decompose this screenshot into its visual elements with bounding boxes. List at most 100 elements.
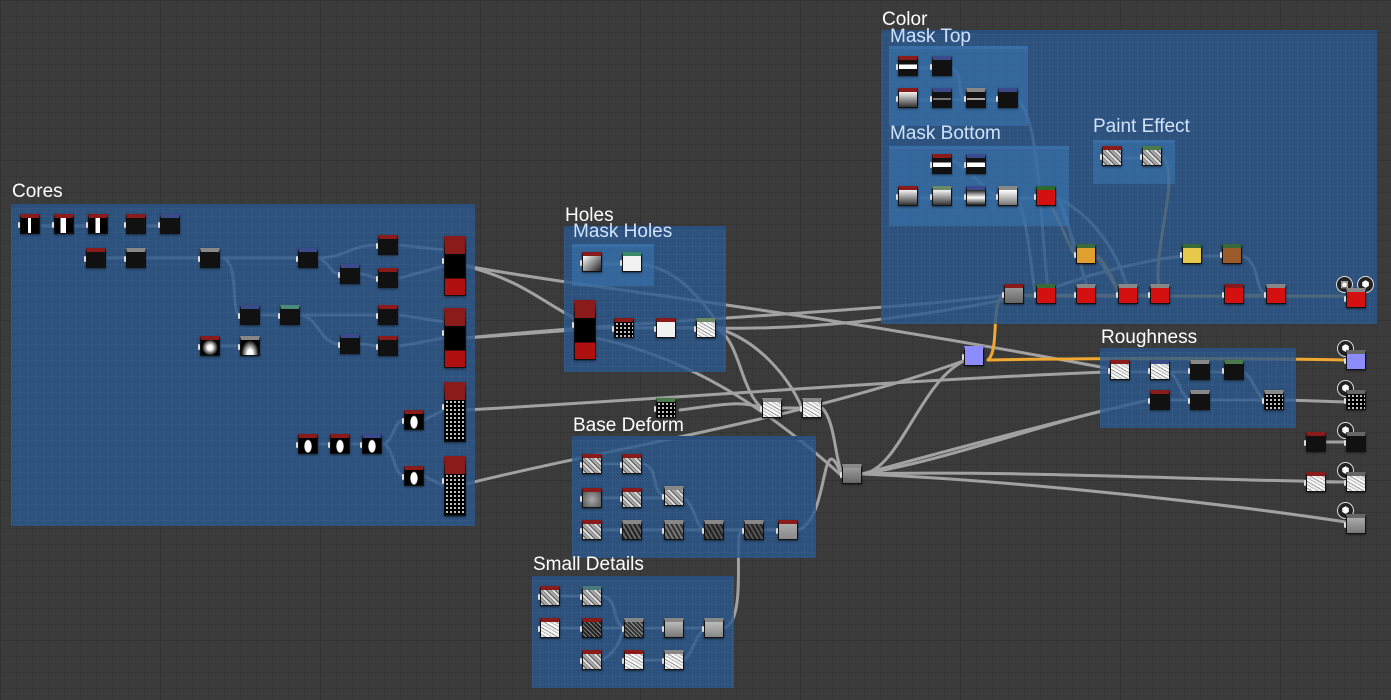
frame-base-deform[interactable]: [572, 436, 816, 558]
graph-node[interactable]: [996, 88, 1018, 108]
graph-node[interactable]: [654, 398, 676, 418]
graph-node[interactable]: [580, 586, 602, 606]
graph-node[interactable]: [402, 466, 424, 486]
graph-node[interactable]: [1188, 360, 1210, 380]
output-node[interactable]: [1344, 472, 1366, 492]
output-node[interactable]: [1344, 350, 1366, 370]
graph-node[interactable]: [1108, 360, 1130, 380]
graph-node[interactable]: [930, 154, 952, 174]
graph-node[interactable]: [996, 186, 1018, 206]
frame-small-details[interactable]: [532, 576, 734, 688]
graph-node[interactable]: [442, 236, 466, 296]
graph-node[interactable]: [662, 520, 684, 540]
graph-node[interactable]: [1074, 244, 1096, 264]
graph-node[interactable]: [622, 618, 644, 638]
graph-node[interactable]: [158, 214, 180, 234]
graph-node[interactable]: [1034, 284, 1056, 304]
graph-node[interactable]: [376, 268, 398, 288]
graph-node[interactable]: [238, 336, 260, 356]
graph-node[interactable]: [328, 434, 350, 454]
graph-node[interactable]: [1002, 284, 1024, 304]
graph-node[interactable]: [1262, 390, 1284, 410]
graph-node[interactable]: [124, 214, 146, 234]
graph-node[interactable]: [84, 248, 106, 268]
graph-node[interactable]: [620, 454, 642, 474]
graph-node[interactable]: [296, 248, 318, 268]
graph-node[interactable]: [930, 186, 952, 206]
graph-node[interactable]: [402, 410, 424, 430]
graph-node[interactable]: [776, 520, 798, 540]
graph-node[interactable]: [1188, 390, 1210, 410]
graph-node[interactable]: [964, 154, 986, 174]
graph-node[interactable]: [622, 650, 644, 670]
graph-node[interactable]: [896, 56, 918, 76]
graph-node[interactable]: [702, 520, 724, 540]
graph-node[interactable]: [1264, 284, 1286, 304]
graph-node[interactable]: [620, 488, 642, 508]
graph-node[interactable]: [930, 56, 952, 76]
output-node[interactable]: [1344, 432, 1366, 452]
graph-node[interactable]: [1140, 146, 1162, 166]
graph-node[interactable]: [930, 88, 952, 108]
graph-node[interactable]: [1100, 146, 1122, 166]
graph-node[interactable]: [18, 214, 40, 234]
graph-node[interactable]: [1180, 244, 1202, 264]
graph-node[interactable]: [1222, 284, 1244, 304]
graph-node[interactable]: [1304, 432, 1326, 452]
graph-node[interactable]: [124, 248, 146, 268]
graph-node[interactable]: [1034, 186, 1056, 206]
graph-node[interactable]: [840, 464, 862, 484]
graph-node[interactable]: [580, 520, 602, 540]
graph-node[interactable]: [1304, 472, 1326, 492]
graph-node[interactable]: [580, 488, 602, 508]
graph-node[interactable]: [654, 318, 676, 338]
graph-node[interactable]: [662, 486, 684, 506]
output-node[interactable]: [1344, 288, 1366, 308]
graph-node[interactable]: [896, 186, 918, 206]
graph-node[interactable]: [662, 650, 684, 670]
graph-node[interactable]: [1148, 284, 1170, 304]
graph-node[interactable]: [376, 305, 398, 325]
graph-node[interactable]: [360, 434, 382, 454]
output-node-icon[interactable]: ⬢: [1337, 502, 1354, 519]
graph-node[interactable]: [800, 398, 822, 418]
graph-node[interactable]: [538, 618, 560, 638]
graph-node[interactable]: [198, 336, 220, 356]
graph-node[interactable]: [760, 398, 782, 418]
graph-node[interactable]: [198, 248, 220, 268]
graph-node[interactable]: [896, 88, 918, 108]
graph-node[interactable]: [442, 456, 466, 516]
graph-node[interactable]: [964, 186, 986, 206]
graph-node[interactable]: [86, 214, 108, 234]
graph-node[interactable]: [694, 318, 716, 338]
graph-node[interactable]: [376, 235, 398, 255]
output-node[interactable]: [1344, 514, 1366, 534]
graph-node[interactable]: [962, 346, 984, 366]
graph-node[interactable]: [612, 318, 634, 338]
graph-node[interactable]: [442, 382, 466, 442]
graph-node[interactable]: [1116, 284, 1138, 304]
graph-node[interactable]: [620, 252, 642, 272]
graph-node[interactable]: [1220, 244, 1242, 264]
graph-node[interactable]: [1222, 360, 1244, 380]
graph-node[interactable]: [442, 308, 466, 368]
output-node[interactable]: [1344, 390, 1366, 410]
graph-node[interactable]: [580, 252, 602, 272]
graph-node[interactable]: [1148, 390, 1170, 410]
graph-node[interactable]: [278, 305, 300, 325]
graph-node[interactable]: [338, 334, 360, 354]
graph-node[interactable]: [238, 305, 260, 325]
graph-node[interactable]: [580, 618, 602, 638]
graph-node[interactable]: [1148, 360, 1170, 380]
graph-node[interactable]: [620, 520, 642, 540]
graph-node[interactable]: [662, 618, 684, 638]
graph-node[interactable]: [52, 214, 74, 234]
graph-node[interactable]: [964, 88, 986, 108]
graph-node[interactable]: [538, 586, 560, 606]
graph-node[interactable]: [296, 434, 318, 454]
graph-node[interactable]: [572, 300, 596, 360]
graph-node[interactable]: [580, 454, 602, 474]
graph-node[interactable]: [742, 520, 764, 540]
graph-node[interactable]: [580, 650, 602, 670]
graph-node[interactable]: [338, 264, 360, 284]
